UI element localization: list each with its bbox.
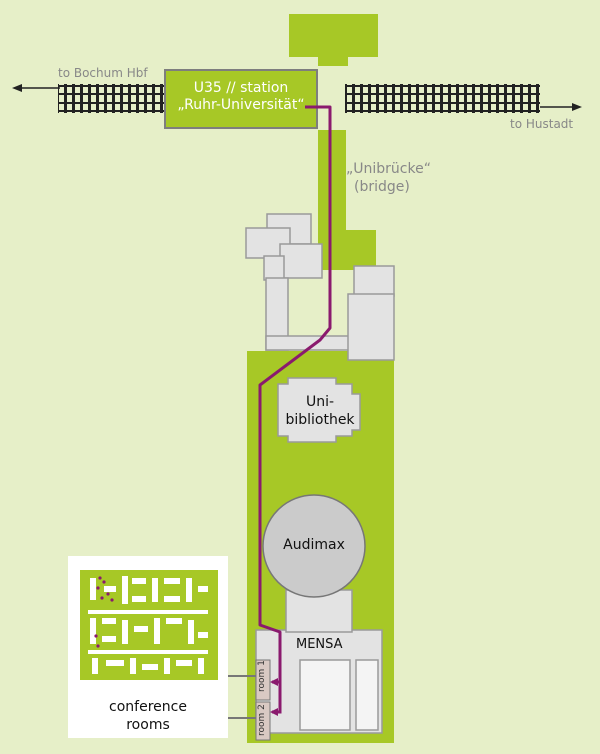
north-campus-block bbox=[289, 14, 378, 57]
library-label-line1: Uni- bbox=[305, 394, 335, 410]
station-line-label: U35 // station bbox=[193, 80, 289, 96]
building-block-e bbox=[353, 265, 395, 297]
station-name-label: „Ruhr-Universität“ bbox=[177, 97, 305, 113]
library-label: Uni- bibliothek bbox=[284, 393, 356, 429]
audimax-circle bbox=[262, 494, 366, 598]
direction-west-label: to Bochum Hbf bbox=[58, 66, 148, 80]
bridge-label: „Unibrücke“ (bridge) bbox=[346, 160, 431, 196]
disorientation-logo-box: conference rooms bbox=[68, 556, 228, 738]
track-ties-west bbox=[58, 84, 168, 113]
station-ruhr-universitaet bbox=[164, 69, 318, 129]
bridge-widening bbox=[318, 230, 376, 270]
room-2-label: room 2 bbox=[257, 704, 267, 736]
room-2-box bbox=[255, 701, 271, 741]
direction-east-label: to Hustadt bbox=[510, 117, 574, 131]
audimax-label: Audimax bbox=[283, 537, 345, 553]
bridge-name: „Unibrücke“ bbox=[346, 161, 431, 177]
room-1-box bbox=[255, 659, 271, 701]
building-block-c bbox=[279, 243, 323, 279]
railway-tracks bbox=[58, 84, 540, 113]
university-library bbox=[277, 377, 361, 443]
route-arrowhead-room-2 bbox=[270, 708, 278, 716]
university-buildings bbox=[245, 213, 395, 734]
arrow-left-icon bbox=[12, 84, 60, 92]
bridge-top-green bbox=[318, 56, 348, 66]
library-label-line2: bibliothek bbox=[285, 412, 355, 428]
route-arrowhead-room-1 bbox=[270, 678, 278, 686]
building-block-d bbox=[263, 255, 285, 281]
bridge-translation: (bridge) bbox=[354, 179, 410, 195]
mensa-side-hall bbox=[355, 659, 379, 731]
logo-caption: conference rooms bbox=[68, 698, 228, 734]
arrow-right-icon bbox=[540, 103, 582, 111]
walking-route bbox=[258, 105, 332, 665]
logo-caption-line1: conference bbox=[109, 699, 187, 715]
mensa-inner-hall bbox=[299, 659, 351, 731]
station-label: U35 // station „Ruhr-Universität“ bbox=[168, 80, 314, 114]
room-1-label: room 1 bbox=[257, 660, 267, 692]
conference-room-boxes bbox=[255, 659, 271, 741]
room-leader-lines bbox=[228, 675, 256, 719]
track-ties-east bbox=[345, 84, 540, 113]
disorientation-maze-logo bbox=[80, 570, 218, 680]
building-block-f bbox=[347, 293, 395, 361]
mensa-label: MENSA bbox=[296, 637, 343, 652]
logo-caption-line2: rooms bbox=[126, 717, 170, 733]
